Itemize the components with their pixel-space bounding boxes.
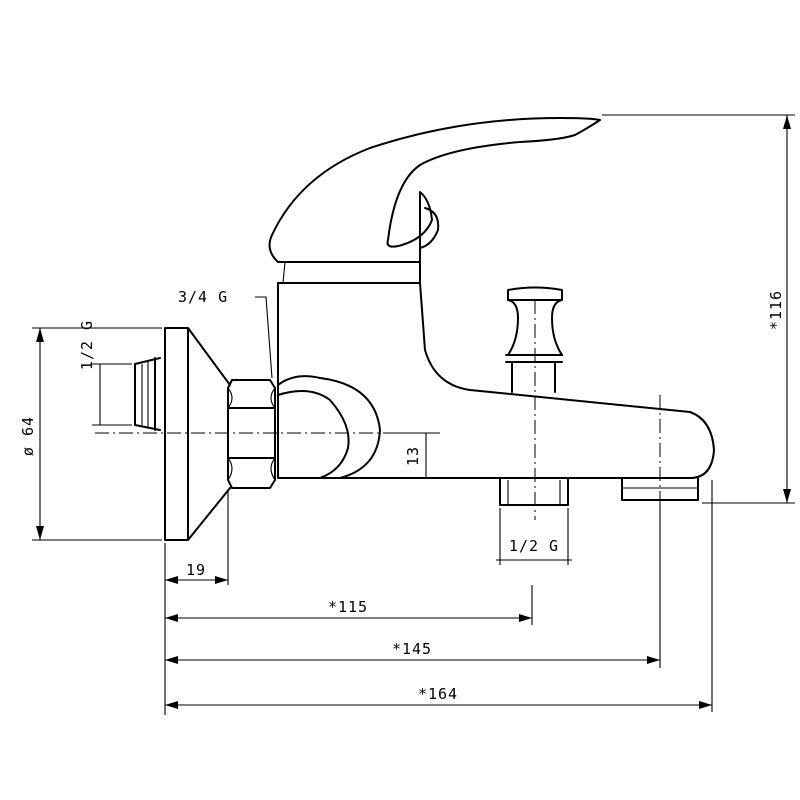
- lever-handle: [268, 117, 601, 263]
- spout-offset-label: 13: [404, 446, 422, 466]
- body-thread-label: 3/4 G: [178, 288, 228, 306]
- dimension-labels: 1/2 G ø 64 3/4 G 13 1/2 G 19 *115 *145 *…: [19, 288, 785, 703]
- overall-height-label: *116: [767, 290, 785, 330]
- to-spout-label: *145: [392, 640, 432, 658]
- center-lines: [95, 300, 661, 520]
- overall-length-label: *164: [418, 685, 458, 703]
- wall-rosette: [164, 327, 231, 541]
- dimension-lines: [32, 114, 795, 715]
- rosette-diameter-label: ø 64: [19, 416, 37, 456]
- outlet-thread-label: 1/2 G: [509, 537, 559, 555]
- rosette-depth-label: 19: [186, 561, 206, 579]
- spout-outlet: [621, 477, 699, 501]
- mixer-body: [277, 261, 715, 479]
- to-outlet-label: *115: [328, 598, 368, 616]
- diverter-knob: [505, 286, 563, 393]
- shower-outlet: [499, 477, 569, 506]
- hex-nut: [227, 379, 276, 489]
- inlet-nipple: [134, 357, 161, 431]
- inlet-thread-label: 1/2 G: [78, 320, 96, 370]
